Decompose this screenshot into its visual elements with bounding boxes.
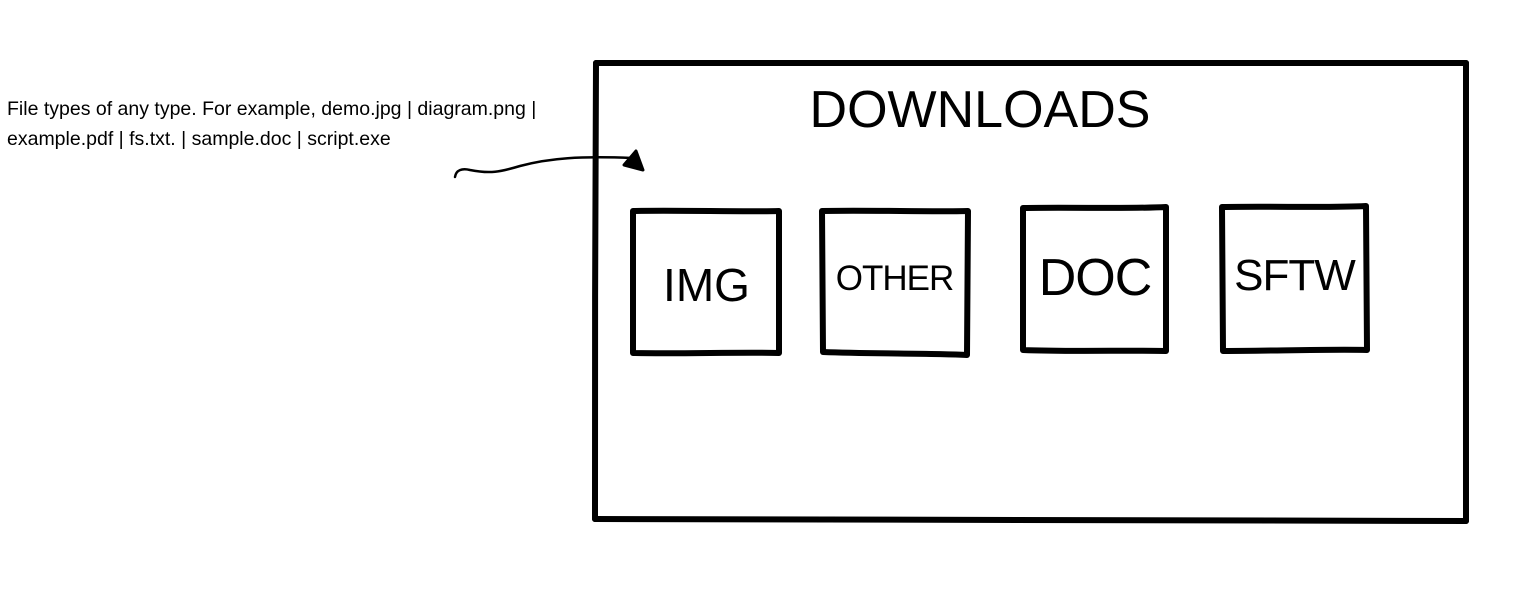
doc-tile[interactable]: DOC (1024, 208, 1166, 350)
arrowhead-icon (622, 149, 645, 172)
other-tile[interactable]: OTHER (822, 212, 967, 354)
sftw-tile-label: SFTW (1234, 250, 1356, 300)
file-types-annotation: File types of any type. For example, dem… (7, 98, 537, 150)
img-tile-label: IMG (663, 259, 750, 311)
sftw-tile-border (1219, 203, 1370, 354)
img-tile-border (630, 207, 782, 357)
tile-borders (630, 203, 1370, 358)
other-tile-border (819, 207, 971, 358)
downloads-frame (591, 59, 1470, 524)
doc-tile-border (1020, 204, 1169, 354)
img-tile[interactable]: IMG (634, 212, 779, 354)
sftw-tile[interactable]: SFTW (1223, 207, 1366, 350)
doc-tile-label: DOC (1038, 249, 1153, 307)
connector-arrow (453, 156, 634, 179)
other-tile-label: OTHER (835, 259, 954, 298)
downloads-title: DOWNLOADS (809, 81, 1151, 139)
